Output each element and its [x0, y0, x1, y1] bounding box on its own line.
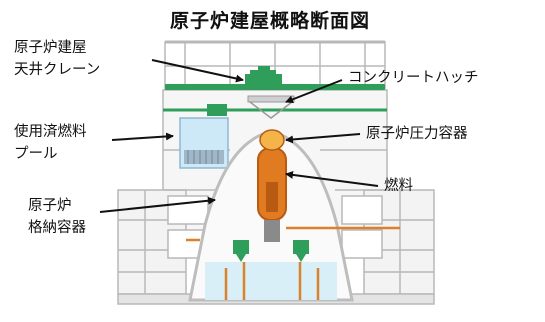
label-crane-line2: 天井クレーン — [14, 62, 101, 78]
label-pool-line2: プール — [14, 146, 58, 162]
spent-fuel-pool — [179, 104, 229, 169]
label-rpv: 原子炉圧力容器 — [366, 126, 468, 142]
label-concrete-hatch: コンクリートハッチ — [348, 70, 479, 86]
label-crane-line1: 原子炉建屋 — [14, 40, 87, 56]
label-pool-line1: 使用済燃料 — [14, 124, 87, 140]
leader-arrows — [99, 59, 379, 213]
reactor-pressure-vessel — [257, 129, 287, 242]
label-containment-line1: 原子炉 — [28, 198, 72, 214]
recirculation-components — [233, 240, 309, 262]
diagram-title: 原子炉建屋概略断面図 — [169, 10, 370, 32]
label-fuel: 燃料 — [384, 178, 413, 194]
piping — [186, 226, 400, 300]
label-containment-line2: 格納容器 — [28, 220, 86, 236]
